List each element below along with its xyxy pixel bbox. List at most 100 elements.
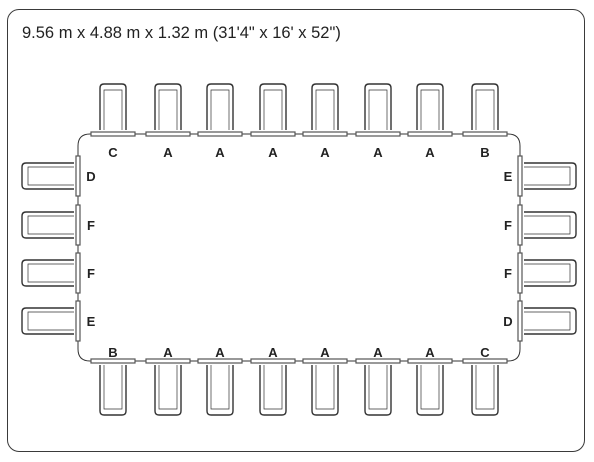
right-panel-2 bbox=[517, 204, 523, 246]
bottom-leg-inner-2 bbox=[158, 365, 178, 410]
leg-supports bbox=[21, 83, 577, 416]
diagram-frame bbox=[7, 9, 585, 452]
top-panel-label-1: C bbox=[108, 145, 118, 160]
left-panel-2 bbox=[75, 204, 81, 246]
left-leg-inner-3 bbox=[27, 263, 74, 283]
top-leg-inner-3 bbox=[210, 89, 230, 130]
top-panel-6 bbox=[355, 131, 401, 137]
top-leg-inner-8 bbox=[475, 89, 495, 130]
right-leg-4 bbox=[524, 307, 577, 335]
right-panel-1 bbox=[517, 155, 523, 197]
top-leg-2 bbox=[154, 83, 182, 130]
top-leg-inner-1 bbox=[103, 89, 123, 130]
top-leg-inner-7 bbox=[420, 89, 440, 130]
top-leg-8 bbox=[471, 83, 499, 130]
left-panel-label-1: D bbox=[86, 169, 95, 184]
top-panel-8 bbox=[462, 131, 508, 137]
top-panel-label-7: A bbox=[425, 145, 435, 160]
top-leg-4 bbox=[259, 83, 287, 130]
bottom-panel-3 bbox=[197, 358, 243, 364]
top-leg-inner-5 bbox=[315, 89, 335, 130]
bottom-leg-inner-7 bbox=[420, 365, 440, 410]
right-leg-inner-3 bbox=[524, 263, 571, 283]
top-leg-1 bbox=[99, 83, 127, 130]
top-panel-label-2: A bbox=[163, 145, 173, 160]
right-panel-label-1: E bbox=[504, 169, 513, 184]
bottom-panel-label-1: B bbox=[108, 345, 117, 360]
right-panel-4 bbox=[517, 300, 523, 342]
top-panel-label-4: A bbox=[268, 145, 278, 160]
right-leg-inner-2 bbox=[524, 215, 571, 235]
top-leg-inner-2 bbox=[158, 89, 178, 130]
left-panel-4 bbox=[75, 300, 81, 342]
top-leg-7 bbox=[416, 83, 444, 130]
bottom-panel-label-4: A bbox=[268, 345, 278, 360]
left-panel-label-3: F bbox=[87, 266, 95, 281]
bottom-panel-6 bbox=[355, 358, 401, 364]
top-panel-3 bbox=[197, 131, 243, 137]
bottom-leg-inner-8 bbox=[475, 365, 495, 410]
bottom-leg-3 bbox=[206, 365, 234, 416]
top-panel-2 bbox=[145, 131, 191, 137]
top-leg-inner-4 bbox=[263, 89, 283, 130]
bottom-panel-2 bbox=[145, 358, 191, 364]
right-panel-3 bbox=[517, 252, 523, 294]
dimensions-title: 9.56 m x 4.88 m x 1.32 m (31'4" x 16' x … bbox=[22, 24, 341, 42]
right-panel-label-4: D bbox=[503, 314, 512, 329]
bottom-panel-7 bbox=[407, 358, 453, 364]
top-panel-label-3: A bbox=[215, 145, 225, 160]
left-leg-2 bbox=[21, 211, 74, 239]
bottom-leg-2 bbox=[154, 365, 182, 416]
right-leg-inner-4 bbox=[524, 311, 571, 331]
top-leg-5 bbox=[311, 83, 339, 130]
right-leg-2 bbox=[524, 211, 577, 239]
top-panel-1 bbox=[90, 131, 136, 137]
bottom-leg-6 bbox=[364, 365, 392, 416]
top-panel-5 bbox=[302, 131, 348, 137]
pool-rim bbox=[77, 133, 521, 362]
left-panel-3 bbox=[75, 252, 81, 294]
bottom-panel-label-2: A bbox=[163, 345, 173, 360]
bottom-panel-label-3: A bbox=[215, 345, 225, 360]
left-leg-3 bbox=[21, 259, 74, 287]
bottom-leg-inner-4 bbox=[263, 365, 283, 410]
bottom-leg-4 bbox=[259, 365, 287, 416]
right-panel-label-2: F bbox=[504, 218, 512, 233]
top-leg-3 bbox=[206, 83, 234, 130]
top-panel-label-6: A bbox=[373, 145, 383, 160]
bottom-panel-1 bbox=[90, 358, 136, 364]
bottom-panel-label-6: A bbox=[373, 345, 383, 360]
bottom-panel-label-7: A bbox=[425, 345, 435, 360]
bottom-panel-label-8: C bbox=[480, 345, 490, 360]
bottom-leg-7 bbox=[416, 365, 444, 416]
bottom-panel-4 bbox=[250, 358, 296, 364]
left-panel-label-2: F bbox=[87, 218, 95, 233]
right-leg-1 bbox=[524, 162, 577, 190]
top-leg-6 bbox=[364, 83, 392, 130]
top-leg-inner-6 bbox=[368, 89, 388, 130]
bottom-leg-8 bbox=[471, 365, 499, 416]
top-panel-7 bbox=[407, 131, 453, 137]
left-panel-label-4: E bbox=[87, 314, 96, 329]
right-leg-inner-1 bbox=[524, 166, 571, 186]
left-leg-inner-4 bbox=[27, 311, 74, 331]
left-leg-4 bbox=[21, 307, 74, 335]
right-panel-label-3: F bbox=[504, 266, 512, 281]
top-panel-label-5: A bbox=[320, 145, 330, 160]
left-leg-inner-1 bbox=[27, 166, 74, 186]
top-panel-4 bbox=[250, 131, 296, 137]
bottom-panel-5 bbox=[302, 358, 348, 364]
left-panel-1 bbox=[75, 155, 81, 197]
left-leg-1 bbox=[21, 162, 74, 190]
bottom-leg-5 bbox=[311, 365, 339, 416]
bottom-leg-inner-3 bbox=[210, 365, 230, 410]
bottom-leg-1 bbox=[99, 365, 127, 416]
left-leg-inner-2 bbox=[27, 215, 74, 235]
pool-outline bbox=[75, 131, 523, 364]
bottom-leg-inner-1 bbox=[103, 365, 123, 410]
bottom-leg-inner-6 bbox=[368, 365, 388, 410]
top-panel-label-8: B bbox=[480, 145, 489, 160]
bottom-leg-inner-5 bbox=[315, 365, 335, 410]
